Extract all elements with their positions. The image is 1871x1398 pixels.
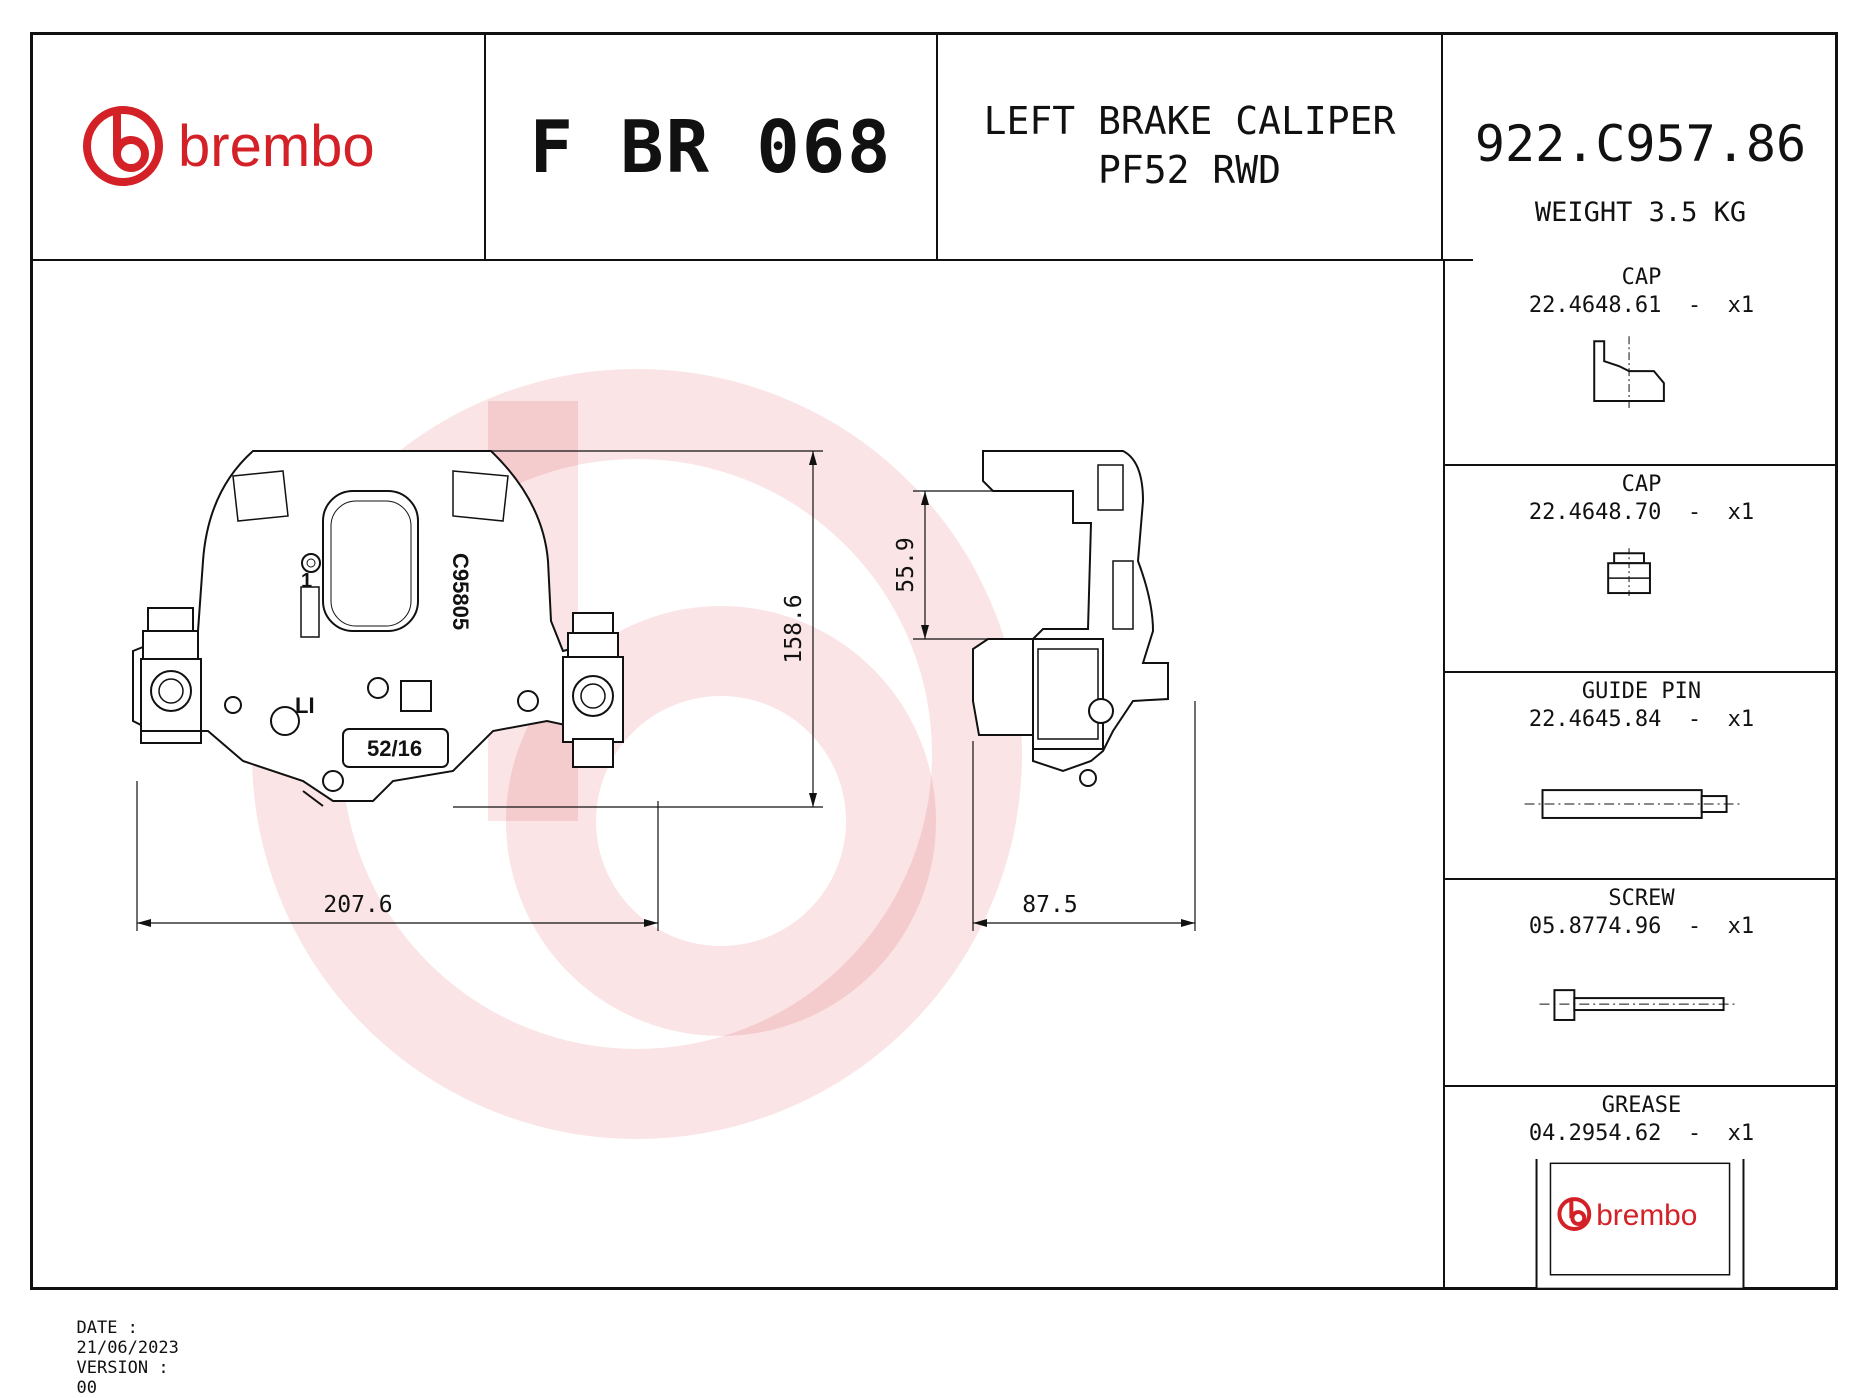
part-number: F BR 068 [529, 105, 893, 189]
part-code: 22.4645.84 - x1 [1528, 707, 1755, 732]
grease-brand-label: brembo [1596, 1199, 1697, 1232]
title-line-1: LEFT BRAKE CALIPER [983, 99, 1396, 143]
side-mark: LI [295, 693, 315, 718]
header-divider [33, 259, 1473, 261]
parts-list: CAP 22.4648.61 - x1 CAP 22.4648.70 - x1 … [1443, 259, 1838, 1290]
cast-code-mark: C95805 [448, 553, 473, 630]
title-line-2: PF52 RWD [1097, 148, 1282, 192]
version-label: VERSION : [76, 1358, 169, 1378]
brembo-wordmark: brembo [178, 114, 375, 179]
offset-dimension: 55.9 [893, 537, 919, 592]
cap-icon [1593, 336, 1665, 411]
brembo-logo-icon [83, 106, 163, 186]
part-number-cell: F BR 068 [486, 35, 938, 259]
part-name: GREASE [1601, 1093, 1682, 1118]
guide-pin-icon [1524, 789, 1744, 819]
part-code: 04.2954.62 - x1 [1528, 1121, 1755, 1146]
code-cell: 922.C957.86 WEIGHT 3.5 KG [1443, 35, 1838, 259]
part-name: CAP [1621, 472, 1662, 497]
small-cap-icon [1607, 548, 1651, 599]
dimension-lines [136, 450, 1196, 931]
caliper-side-view [972, 450, 1169, 787]
caliper-front-view [132, 450, 624, 807]
title-cell: LEFT BRAKE CALIPER PF52 RWD [938, 35, 1443, 259]
version-value: 00 [76, 1378, 97, 1398]
part-item: CAP 22.4648.70 - x1 [1445, 466, 1838, 673]
part-code: 05.8774.96 - x1 [1528, 914, 1755, 939]
part-name: GUIDE PIN [1581, 679, 1702, 704]
cast-number-mark: 1 [301, 570, 312, 592]
width-dimension: 207.6 [323, 892, 392, 918]
screw-icon [1539, 989, 1739, 1021]
part-item: GUIDE PIN 22.4645.84 - x1 [1445, 673, 1838, 880]
part-code: 22.4648.61 - x1 [1528, 293, 1755, 318]
logo-cell: brembo [33, 35, 486, 259]
date-value: 21/06/2023 [76, 1338, 179, 1358]
depth-dimension: 87.5 [1022, 892, 1077, 918]
footer-info: DATE : 21/06/2023 VERSION : 00 [56, 1298, 179, 1398]
weight-label: WEIGHT 3.5 KG [1534, 197, 1747, 228]
part-name: CAP [1621, 265, 1662, 290]
technical-drawing: C95805 1 LI 52/16 [132, 369, 1196, 1139]
date-label: DATE : [76, 1318, 138, 1338]
front-view-marks: C95805 1 LI 52/16 [295, 553, 473, 761]
part-item: SCREW 05.8774.96 - x1 [1445, 880, 1838, 1087]
grease-package-icon: brembo [1535, 1159, 1745, 1289]
dimension-arrows [137, 451, 1195, 927]
date-mark: 52/16 [367, 736, 422, 761]
drawing-sheet: brembo F BR 068 LEFT BRAKE CALIPER PF52 … [30, 32, 1838, 1290]
brembo-logo: brembo [83, 106, 375, 186]
part-name: SCREW [1608, 886, 1675, 911]
part-item: CAP 22.4648.61 - x1 [1445, 259, 1838, 466]
part-item: GREASE 04.2954.62 - x1 brembo [1445, 1087, 1838, 1290]
product-code: 922.C957.86 [1474, 115, 1807, 173]
dimension-labels: 207.6 158.6 87.5 55.9 [323, 537, 1077, 918]
height-dimension: 158.6 [781, 594, 807, 663]
part-code: 22.4648.70 - x1 [1528, 500, 1755, 525]
